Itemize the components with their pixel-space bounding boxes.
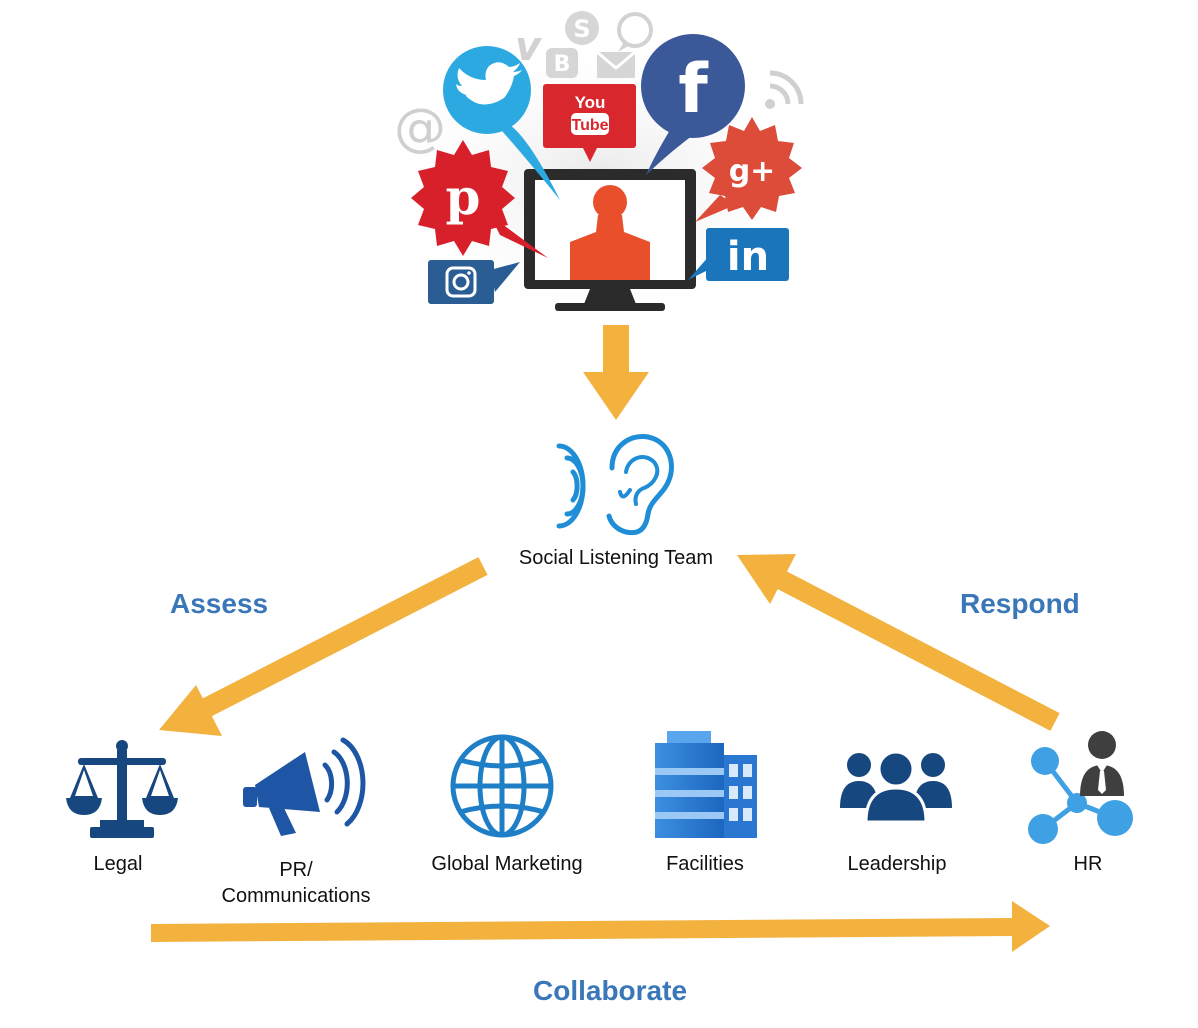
svg-text:@: @ [394,98,446,158]
svg-text:f: f [678,50,709,129]
google-plus-icon: g+ [695,117,802,222]
social-listening-team-label: Social Listening Team [518,547,714,569]
social-media-cluster: @ v S B [370,11,830,330]
listening-ear-icon [556,434,674,536]
facebook-icon: f [641,34,745,175]
at-sign-icon: @ [394,98,446,158]
linkedin-icon: in [688,228,789,281]
department-label-leadership: Leadership [847,853,947,875]
arrow-down-to-team [583,325,649,420]
department-label-pr-communications: PR/ Communications [221,859,371,907]
globe-icon [450,734,554,838]
mail-icon [596,50,636,78]
svg-text:p: p [446,167,481,226]
collaborate-label: Collaborate [533,975,688,1006]
department-label-hr: HR [1073,853,1103,875]
svg-text:in: in [727,234,769,280]
svg-text:Tube: Tube [571,117,608,134]
svg-text:You: You [575,93,606,112]
assess-label: Assess [170,588,269,619]
skype-icon: S [565,11,599,45]
businessman-icon [1080,731,1124,796]
network-person-icon [1028,731,1133,844]
assess-arrow [159,557,488,736]
rss-icon [765,70,804,109]
megaphone-icon [243,737,366,836]
department-label-facilities: Facilities [666,853,744,875]
group-people-icon [840,750,952,824]
pinterest-icon: p [411,140,548,258]
svg-text:B: B [554,52,571,77]
monitor-icon [524,169,696,311]
department-label-global-marketing: Global Marketing [431,853,583,875]
department-label-legal: Legal [93,853,143,875]
collaborate-arrow [151,901,1050,952]
youtube-icon: You Tube [543,84,636,162]
respond-arrow [737,554,1060,731]
chat-bubble-icon [617,12,653,52]
scales-of-justice-icon [66,740,178,838]
respond-label: Respond [960,588,1080,619]
twitter-icon [443,46,560,200]
building-icon [655,731,757,838]
svg-text:g+: g+ [729,154,776,189]
svg-text:S: S [573,15,590,43]
instagram-icon [428,260,520,304]
person-silhouette-icon [570,185,650,280]
blogger-icon: B [546,48,578,78]
